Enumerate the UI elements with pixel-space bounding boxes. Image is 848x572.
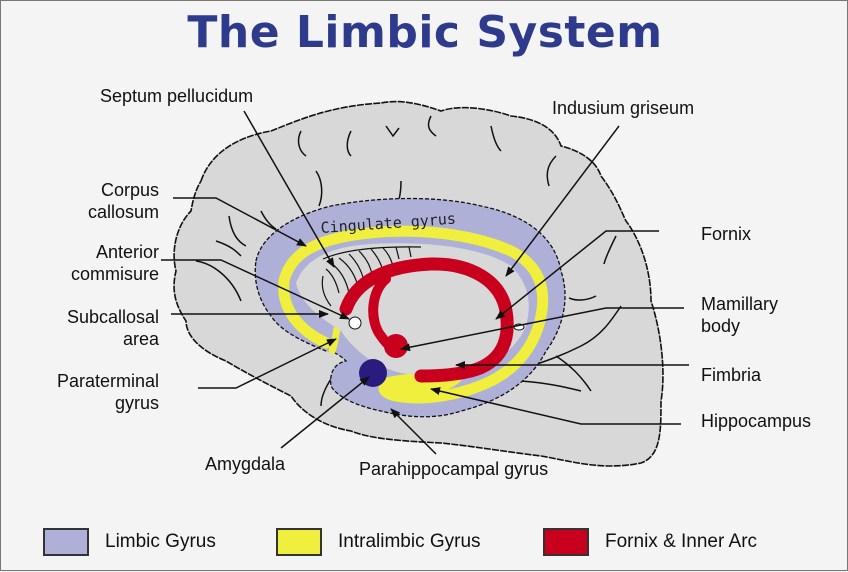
legend-item-limbic-gyrus: Limbic Gyrus: [43, 526, 216, 558]
amygdala-shape: [359, 359, 387, 387]
label-anterior-commisure-line2: commisure: [70, 264, 159, 284]
label-anterior-commisure: Anterior commisure: [71, 241, 159, 285]
label-mamillary-body-line1: Mamillary: [701, 294, 779, 314]
label-anterior-commisure-line1: Anterior: [95, 242, 159, 262]
diagram-title: The Limbic System: [187, 7, 663, 58]
legend-label-fornix-inner-arc: Fornix & Inner Arc: [605, 531, 758, 552]
anterior-commisure-shape: [348, 316, 362, 330]
mamillary-body-shape: [384, 334, 408, 358]
label-corpus-callosum-line1: Corpus: [100, 180, 159, 200]
intralimbic-gyrus-region: [278, 225, 549, 404]
label-indusium-griseum: Indusium griseum: [552, 98, 695, 118]
label-corpus-callosum-line2: callosum: [87, 202, 159, 222]
label-paraterminal-gyrus: Paraterminal gyrus: [57, 370, 159, 414]
fornix-arc: [339, 257, 514, 383]
legend-swatch-intralimbic-gyrus: [276, 528, 322, 556]
label-hippocampus: Hippocampus: [701, 411, 812, 431]
label-amygdala: Amygdala: [205, 454, 286, 474]
leader-lines: [161, 110, 689, 455]
label-subcallosal-area-line1: Subcallosal: [66, 307, 159, 327]
legend-item-fornix-inner-arc: Fornix & Inner Arc: [543, 526, 757, 558]
legend-swatch-fornix-inner-arc: [543, 528, 589, 556]
legend-label-limbic-gyrus: Limbic Gyrus: [105, 531, 216, 552]
label-corpus-callosum: Corpus callosum: [88, 179, 159, 223]
label-subcallosal-area: Subcallosal area: [67, 306, 159, 350]
label-septum-pellucidum: Septum pellucidum: [100, 86, 254, 106]
legend-item-intralimbic-gyrus: Intralimbic Gyrus: [276, 526, 481, 558]
label-fornix: Fornix: [701, 224, 752, 244]
legend-swatch-limbic-gyrus: [43, 528, 89, 556]
label-paraterminal-gyrus-line1: Paraterminal: [56, 371, 159, 391]
label-fimbria: Fimbria: [701, 365, 762, 385]
label-parahippocampal-gyrus: Parahippocampal gyrus: [359, 459, 549, 479]
label-mamillary-body-line2: body: [701, 316, 741, 336]
label-mamillary-body: Mamillary body: [701, 293, 778, 337]
label-paraterminal-gyrus-line2: gyrus: [114, 393, 159, 413]
legend-label-intralimbic-gyrus: Intralimbic Gyrus: [338, 531, 481, 552]
label-subcallosal-area-line2: area: [122, 329, 159, 349]
